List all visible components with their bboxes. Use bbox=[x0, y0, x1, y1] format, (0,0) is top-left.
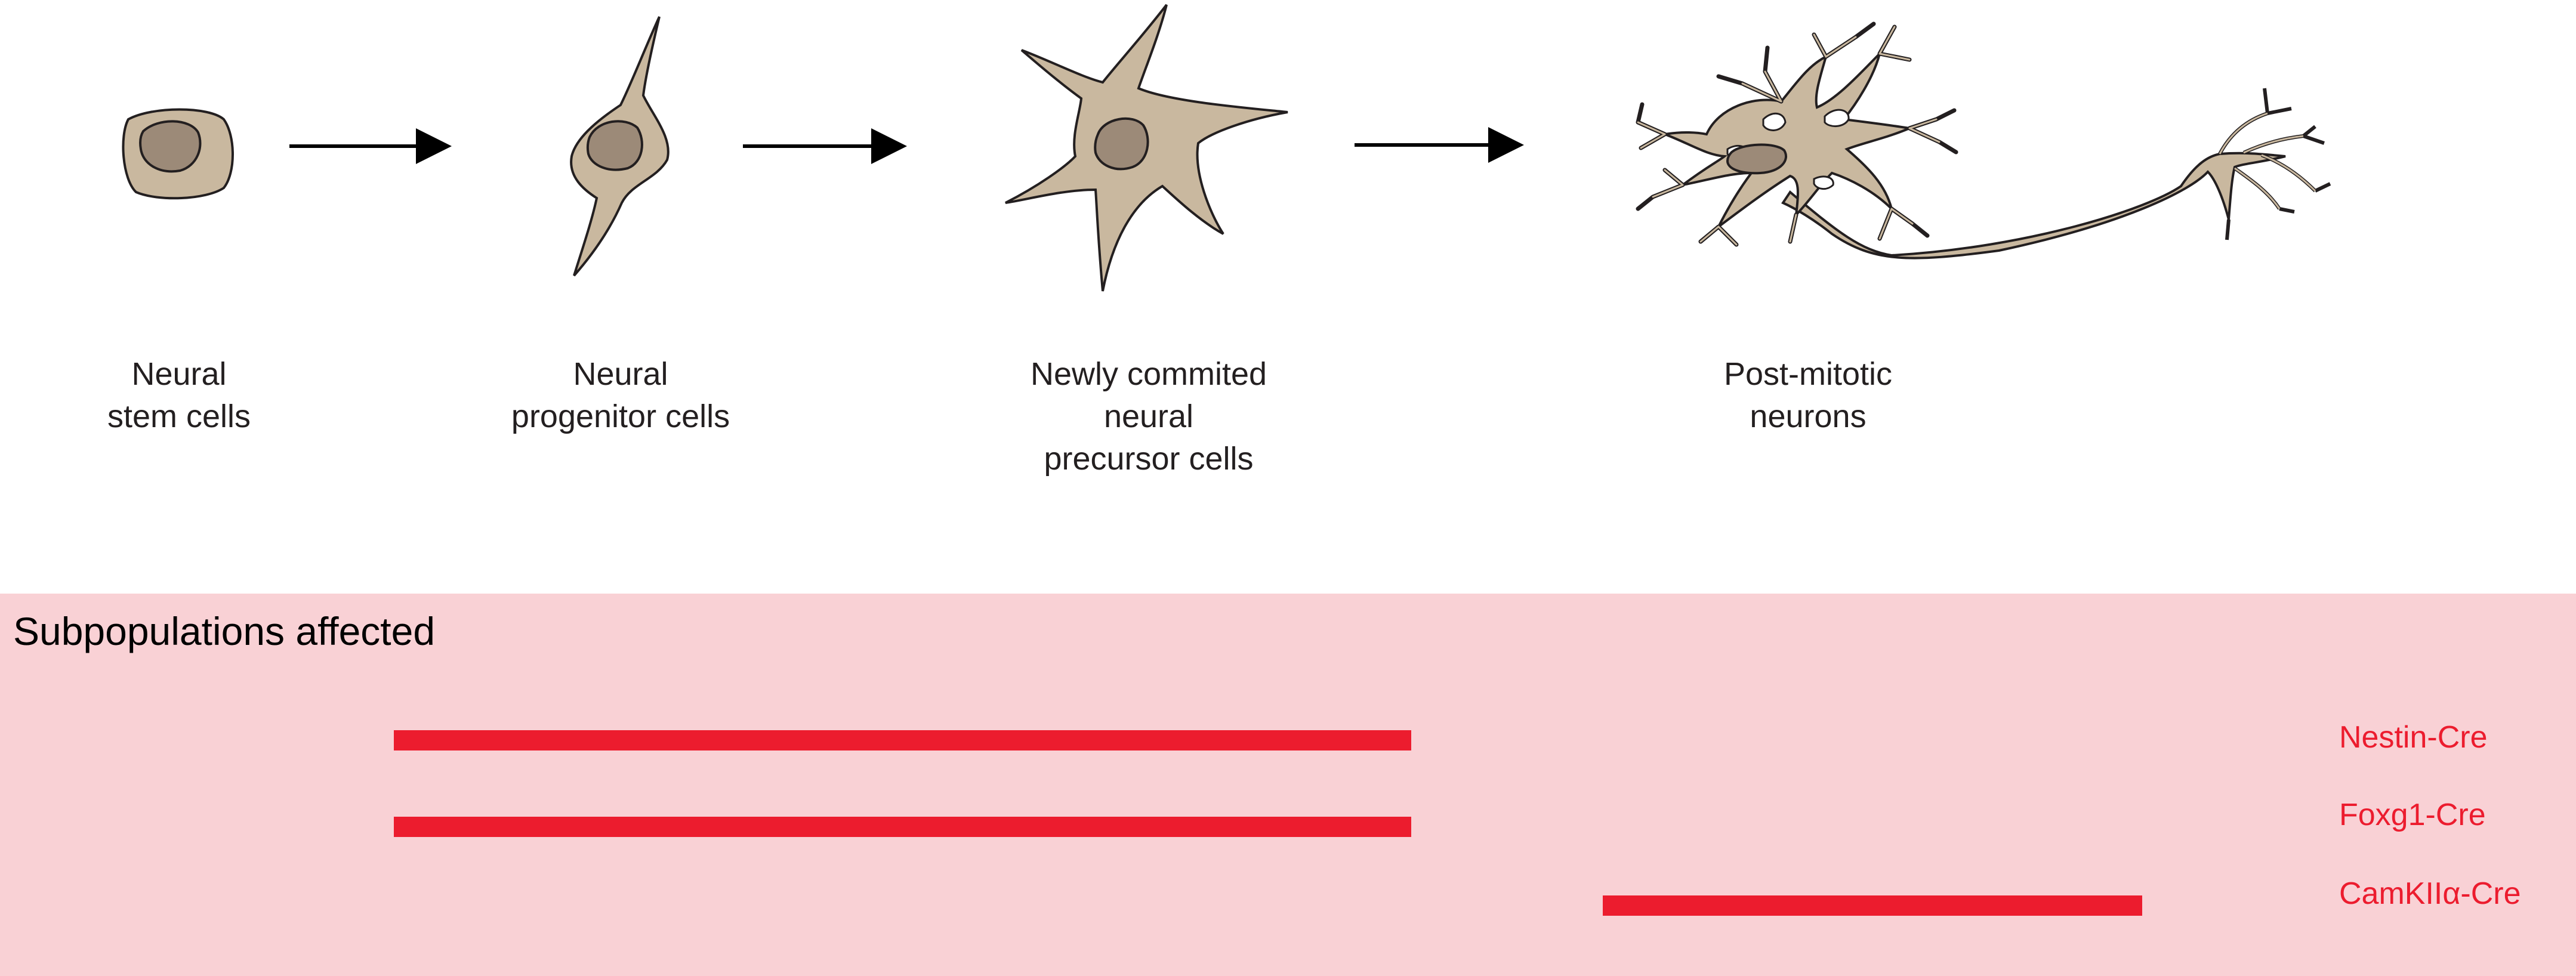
neural-precursor-cell-icon bbox=[1005, 4, 1288, 292]
panel-title: Subpopulations affected bbox=[13, 609, 436, 653]
stage-label-post-mitotic-neurons: Post-mitotic neurons bbox=[1723, 356, 1893, 434]
neural-progenitor-cell-icon bbox=[570, 16, 670, 277]
cre-label-nestin: Nestin-Cre bbox=[2339, 720, 2488, 755]
neural-stem-cell-icon bbox=[122, 108, 234, 200]
subpopulations-panel bbox=[0, 594, 2576, 976]
stage-label-neural-precursor-cells: Newly commited neural precursor cells bbox=[1030, 356, 1267, 477]
stage-label-neural-progenitor-cells: Neural progenitor cells bbox=[511, 356, 730, 434]
neuron-icon bbox=[1636, 21, 2331, 260]
stage-label-neural-stem-cells: Neural stem cells bbox=[107, 356, 251, 434]
cre-label-camkii: CamKIIα-Cre bbox=[2339, 876, 2521, 911]
cre-label-foxg1: Foxg1-Cre bbox=[2339, 798, 2486, 832]
